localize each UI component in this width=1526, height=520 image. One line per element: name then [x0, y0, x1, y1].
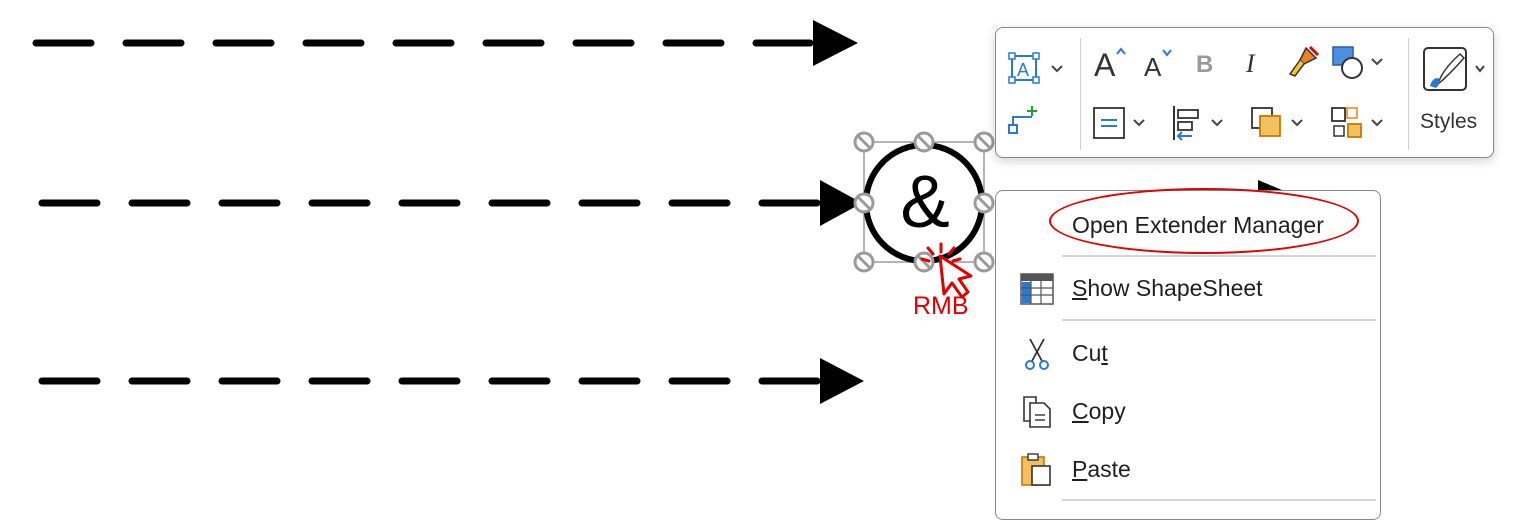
- connector-button[interactable]: [1006, 104, 1046, 140]
- ampersand-symbol: &: [900, 160, 950, 243]
- decrease-font-size-button[interactable]: A: [1142, 42, 1182, 82]
- arrowhead-icon: [813, 20, 858, 66]
- shape-fill-button[interactable]: [1330, 44, 1386, 84]
- italic-icon: I: [1245, 49, 1256, 78]
- drawing-canvas[interactable]: [0, 0, 1526, 508]
- dashed-arrow-1[interactable]: [32, 20, 858, 66]
- copy-icon: [1023, 396, 1051, 428]
- handle-icon: [973, 192, 995, 214]
- arrowhead-icon: [820, 180, 862, 226]
- menu-item-label: Copy: [1072, 398, 1126, 424]
- group-icon: [1331, 107, 1383, 138]
- menu-separator: [1062, 255, 1376, 257]
- handle-icon: [913, 251, 935, 273]
- scissors-icon: [1025, 338, 1049, 370]
- group-button[interactable]: [1330, 104, 1386, 144]
- chevron-down-icon: [1475, 65, 1485, 73]
- rmb-annotation-label: RMB: [913, 292, 969, 320]
- menu-item-cut[interactable]: Cut: [996, 327, 1380, 381]
- menu-item-label: Open Extender Manager: [1072, 212, 1324, 238]
- position-align-icon: [1173, 106, 1223, 141]
- handle-icon: [853, 251, 875, 273]
- menu-item-label: Cut: [1072, 340, 1108, 366]
- chevron-down-icon: [1051, 65, 1063, 73]
- styles-label: Styles: [1420, 110, 1478, 133]
- paste-icon: [1021, 453, 1051, 486]
- chevron-down-icon: [1291, 119, 1303, 127]
- svg-text:A: A: [1017, 60, 1029, 80]
- click-burst-icon: [920, 242, 962, 263]
- format-painter-button[interactable]: [1286, 44, 1322, 80]
- increase-font-size-button[interactable]: A: [1092, 42, 1132, 82]
- menu-item-label: Paste: [1072, 456, 1131, 482]
- bold-icon: B: [1196, 51, 1213, 78]
- handle-icon: [973, 251, 995, 273]
- styles-icon: [1423, 47, 1485, 91]
- connector-icon: [1008, 106, 1037, 134]
- text-box-icon: A: [1008, 52, 1063, 84]
- increase-font-size-icon: A: [1094, 47, 1126, 82]
- svg-text:A: A: [1094, 47, 1116, 82]
- decrease-font-size-icon: A: [1144, 49, 1172, 82]
- chevron-down-icon: [1133, 119, 1145, 127]
- context-menu: Open Extender Manager Show ShapeSheet Cu…: [995, 190, 1381, 520]
- menu-item-label: Show ShapeSheet: [1072, 275, 1263, 301]
- menu-separator: [1062, 319, 1376, 321]
- shapesheet-icon: [1020, 273, 1054, 305]
- text-align-button[interactable]: [1092, 104, 1148, 144]
- toolbar-separator: [1408, 38, 1409, 150]
- svg-text:I: I: [1245, 49, 1256, 78]
- arrowhead-icon: [820, 358, 864, 404]
- svg-text:A: A: [1144, 52, 1162, 82]
- menu-item-show-shapesheet[interactable]: Show ShapeSheet: [996, 262, 1380, 316]
- dashed-arrow-3[interactable]: [38, 358, 864, 404]
- chevron-down-icon: [1211, 119, 1223, 127]
- bold-button[interactable]: B: [1194, 42, 1224, 82]
- svg-text:B: B: [1196, 51, 1213, 78]
- text-box-button[interactable]: A: [1006, 50, 1068, 86]
- selection-handles[interactable]: [853, 131, 995, 273]
- shape-fill-icon: [1332, 46, 1383, 79]
- text-align-icon: [1093, 107, 1145, 139]
- right-click-annotation: [920, 242, 973, 299]
- position-align-button[interactable]: [1170, 104, 1226, 144]
- format-painter-icon: [1288, 45, 1320, 77]
- toolbar-separator: [1080, 38, 1081, 150]
- mouse-cursor-icon: [938, 254, 973, 299]
- bring-to-front-button[interactable]: [1250, 104, 1306, 144]
- menu-item-copy[interactable]: Copy: [996, 385, 1380, 439]
- styles-button[interactable]: [1420, 44, 1490, 100]
- bring-to-front-icon: [1251, 107, 1303, 137]
- italic-button[interactable]: I: [1242, 42, 1272, 82]
- menu-separator: [1062, 499, 1376, 501]
- handle-icon: [973, 131, 995, 153]
- handle-icon: [913, 131, 935, 153]
- menu-item-open-extender-manager[interactable]: Open Extender Manager: [996, 199, 1380, 253]
- mini-toolbar: A A A B I: [995, 27, 1494, 158]
- menu-item-paste[interactable]: Paste: [996, 443, 1380, 497]
- handle-icon: [853, 192, 875, 214]
- chevron-down-icon: [1371, 119, 1383, 127]
- handle-icon: [853, 131, 875, 153]
- chevron-down-icon: [1371, 58, 1383, 66]
